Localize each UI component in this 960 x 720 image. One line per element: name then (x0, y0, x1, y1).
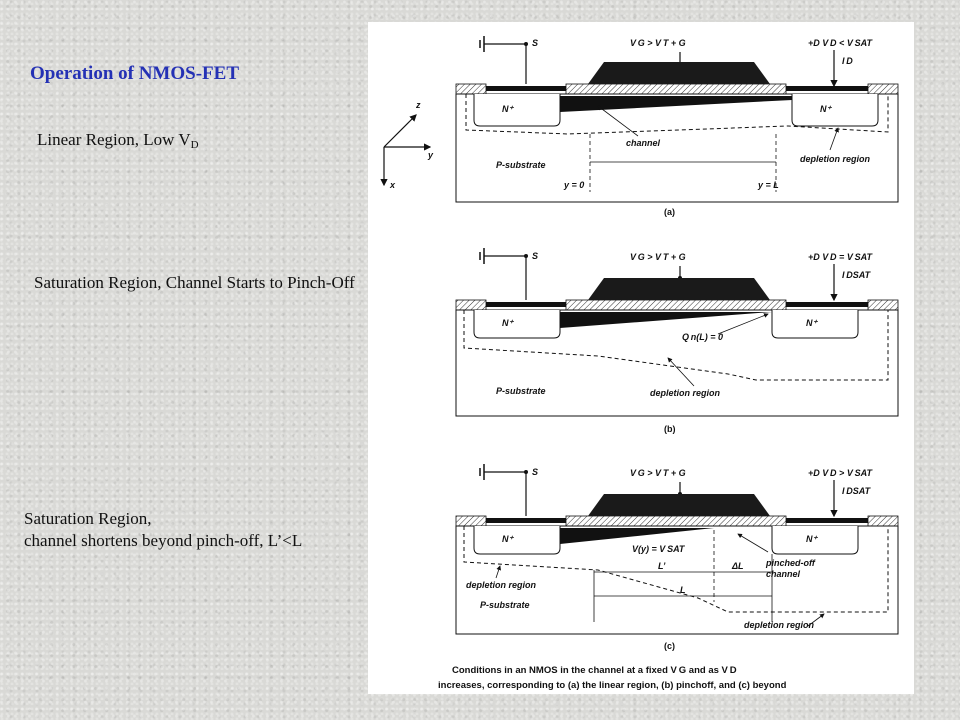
saturation-region-label: Saturation Region, Channel Starts to Pin… (34, 273, 355, 292)
depletion-left-label-c: depletion region (466, 580, 537, 590)
axis-y-label: y (427, 150, 434, 160)
channel-label-a: channel (626, 138, 661, 148)
current-label-b: I DSAT (842, 270, 872, 280)
vy-label-c: V(y) = V SAT (632, 544, 686, 554)
pinched-label-line1-c: pinched-off (765, 558, 816, 568)
axis-x-label: x (389, 180, 396, 190)
channel-shortening-line2: channel shortens beyond pinch-off, L’<L (24, 531, 303, 550)
panel-c: S V G > V T + G +D V D > V SAT I DSAT N⁺… (455, 464, 899, 651)
current-label-a: I D (842, 56, 853, 66)
panel-a: z y x S V G > V T + G +D V D < V SAT I D… (380, 36, 899, 217)
nmos-figure-panel: z y x S V G > V T + G +D V D < V SAT I D… (368, 22, 914, 694)
n-plus-right-b: N⁺ (806, 318, 818, 328)
substrate-label-a: P-substrate (496, 160, 546, 170)
source-label-a: S (532, 38, 538, 48)
depletion-label-b: depletion region (650, 388, 721, 398)
n-plus-right-c: N⁺ (806, 534, 818, 544)
l-prime-label-c: L’ (658, 561, 666, 571)
substrate-label-c: P-substrate (480, 600, 530, 610)
panel-tag-c: (c) (664, 641, 675, 651)
linear-region-text: Linear Region, Low V (37, 130, 191, 149)
n-plus-left-b: N⁺ (502, 318, 514, 328)
n-plus-right-a: N⁺ (820, 104, 832, 114)
panel-tag-a: (a) (664, 207, 675, 217)
channel-shortening-label: Saturation Region, channel shortens beyo… (24, 508, 302, 552)
linear-region-label: Linear Region, Low VD (37, 130, 199, 151)
drain-label-b: +D V D = V SAT (808, 252, 873, 262)
drain-label-c: +D V D > V SAT (808, 468, 873, 478)
gate-label-c: V G > V T + G (630, 468, 686, 478)
n-plus-left-a: N⁺ (502, 104, 514, 114)
current-label-c: I DSAT (842, 486, 872, 496)
axis-z-label: z (415, 100, 421, 110)
nmos-figure-svg: z y x S V G > V T + G +D V D < V SAT I D… (380, 36, 899, 691)
gate-label-b: V G > V T + G (630, 252, 686, 262)
depletion-bottom-label-c: depletion region (744, 620, 815, 630)
drain-label-a: +D V D < V SAT (808, 38, 873, 48)
panel-b: S V G > V T + G +D V D = V SAT I DSAT N⁺… (455, 248, 899, 434)
n-plus-left-c: N⁺ (502, 534, 514, 544)
slide-title: Operation of NMOS-FET (30, 63, 239, 84)
linear-region-subscript: D (190, 139, 199, 151)
delta-l-label-c: ΔL (731, 561, 744, 571)
pinched-label-line2-c: channel (766, 569, 801, 579)
pinch-label-b: Q n(L) = 0 (682, 332, 723, 342)
panel-tag-b: (b) (664, 424, 676, 434)
axis-triad: z y x (380, 100, 434, 190)
figure-caption-line2: increases, corresponding to (a) the line… (438, 680, 787, 691)
yl-label-a: y = L (757, 180, 779, 190)
substrate-label-b: P-substrate (496, 386, 546, 396)
figure-caption-line1: Conditions in an NMOS in the channel at … (452, 665, 737, 676)
source-label-c: S (532, 467, 538, 477)
y0-label-a: y = 0 (563, 180, 584, 190)
channel-shortening-line1: Saturation Region, (24, 509, 152, 528)
l-label-c: L (680, 585, 686, 595)
depletion-label-a: depletion region (800, 154, 871, 164)
gate-label-a: V G > V T + G (630, 38, 686, 48)
source-label-b: S (532, 251, 538, 261)
